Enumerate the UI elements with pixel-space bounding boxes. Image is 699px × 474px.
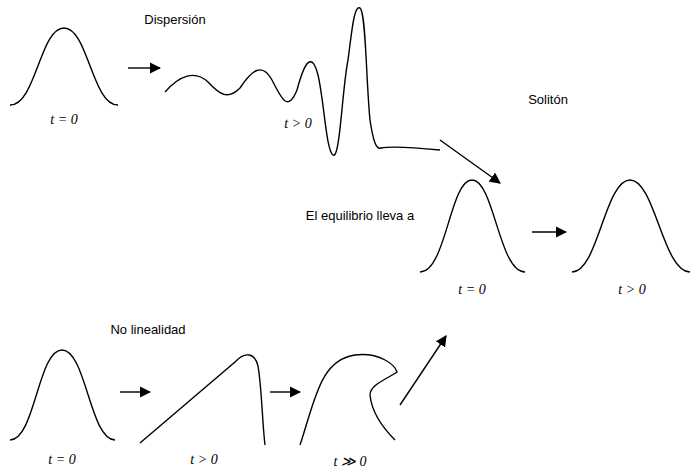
section-title: Solitón <box>528 92 568 108</box>
initial-pulse <box>10 350 115 440</box>
arrow <box>400 336 446 405</box>
dispersed-wave <box>165 8 440 155</box>
arrow <box>532 231 566 232</box>
soliton-pulse <box>572 180 690 272</box>
arrow <box>440 140 500 183</box>
arrow <box>128 67 160 68</box>
time-label: t = 0 <box>458 282 485 299</box>
arrow <box>120 391 150 392</box>
breaking-wave <box>300 355 397 445</box>
initial-pulse <box>10 28 118 105</box>
time-label: t > 0 <box>618 282 645 299</box>
arrow <box>270 391 300 392</box>
section-title: No linealidad <box>110 322 185 338</box>
time-label: t ≫ 0 <box>334 454 367 471</box>
steepened-wave <box>140 355 265 445</box>
note-text: El equilibrio lleva a <box>306 208 414 224</box>
time-label: t > 0 <box>284 116 311 133</box>
time-label: t = 0 <box>50 112 77 129</box>
time-label: t > 0 <box>190 452 217 469</box>
time-label: t = 0 <box>48 452 75 469</box>
soliton-pulse <box>420 180 525 272</box>
section-title: Dispersión <box>144 12 205 28</box>
